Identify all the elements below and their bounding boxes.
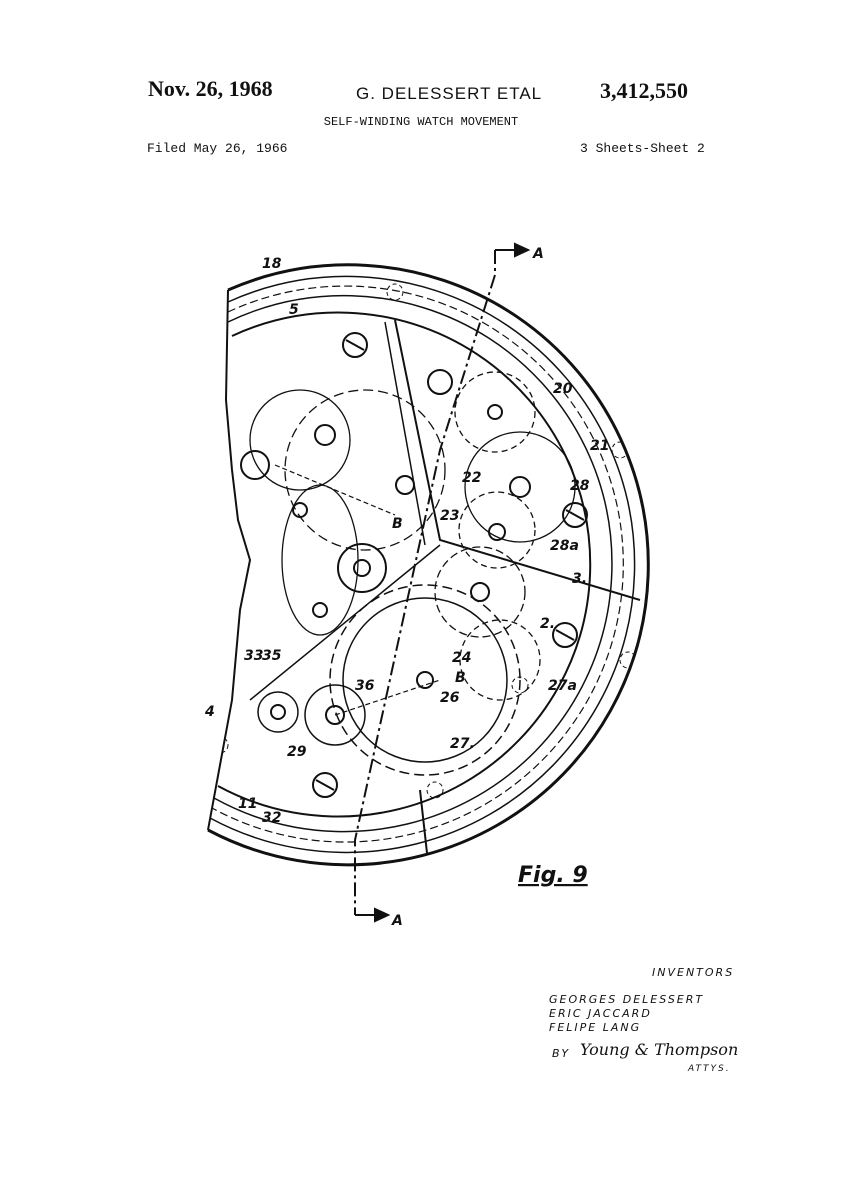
- patent-title: SELF-WINDING WATCH MOVEMENT: [323, 115, 519, 129]
- ref-28a: 28a: [550, 538, 579, 554]
- section-label-a-bottom: A: [391, 913, 403, 929]
- by-label: By: [552, 1047, 571, 1060]
- section-label-a-top: A: [532, 246, 544, 262]
- ref-35: 35: [262, 648, 282, 664]
- inventor-name: Felipe Lang: [549, 1021, 642, 1034]
- ref-29: 29: [287, 744, 307, 760]
- ref-28: 28: [570, 478, 590, 494]
- ref-21: 21: [590, 438, 609, 454]
- sheet-count: 3 Sheets-Sheet 2: [580, 141, 705, 156]
- ref-3: 3.: [572, 571, 587, 587]
- ref-33: 33: [244, 648, 263, 664]
- ref-20: 20: [553, 381, 573, 397]
- ref-27a: 27a: [548, 678, 577, 694]
- patent-number: 3,412,550: [600, 78, 688, 103]
- patent-date: Nov. 26, 1968: [148, 76, 273, 101]
- figure-caption: Fig. 9: [518, 863, 588, 888]
- ref-2: 2.: [540, 616, 555, 632]
- section-line-b: [274, 464, 441, 716]
- attorney-signature: Young & Thompson: [580, 1040, 739, 1059]
- ref-26: 26: [440, 690, 460, 706]
- ref-36: 36: [355, 678, 375, 694]
- ref-4: 4: [204, 704, 215, 720]
- ref-5: 5: [289, 302, 299, 318]
- section-line-a: [354, 242, 531, 923]
- section-label-b: B: [392, 516, 403, 532]
- reference-numerals: A A B B 18 5 20 21 22 28 23 28a 3. 2. 24…: [204, 246, 609, 929]
- movement-parts: [211, 283, 641, 865]
- ref-27: 27.: [450, 736, 475, 752]
- ref-22: 22: [462, 470, 481, 486]
- inventor-name: Georges Delessert: [549, 993, 705, 1006]
- ref-32: 32: [262, 810, 281, 826]
- attys-label: Attys.: [688, 1064, 731, 1074]
- inventor-header: G. DELESSERT ETAL: [356, 84, 543, 103]
- ref-18: 18: [262, 256, 282, 272]
- ref-23: 23: [440, 508, 459, 524]
- section-label-b2: B: [455, 670, 466, 686]
- ref-24: 24: [452, 650, 471, 666]
- inventors-label: Inventors: [652, 966, 735, 979]
- ref-11: 11: [238, 796, 257, 812]
- filed-date: Filed May 26, 1966: [147, 141, 288, 156]
- movement-outline: [207, 263, 650, 867]
- inventor-name: Eric Jaccard: [549, 1007, 652, 1020]
